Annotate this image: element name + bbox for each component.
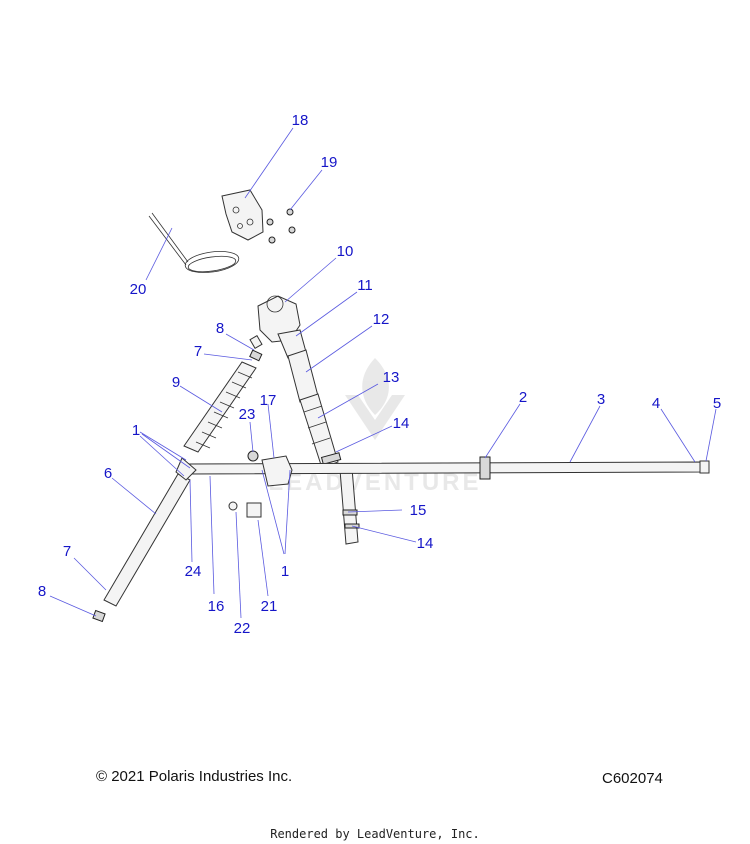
callout-9: 9 <box>172 374 180 391</box>
callout-17: 17 <box>260 392 277 409</box>
part-nuts <box>266 208 296 244</box>
callout-11: 11 <box>357 277 373 294</box>
callout-23: 23 <box>239 406 256 423</box>
callout-5: 5 <box>713 395 721 412</box>
callout-20: 20 <box>130 281 147 298</box>
leader-lines <box>49 127 717 619</box>
callout-7-upper: 7 <box>194 343 202 360</box>
part-lower-tube <box>92 457 197 623</box>
callout-14-lower: 14 <box>417 535 434 552</box>
callout-16: 16 <box>208 598 225 615</box>
callout-19: 19 <box>321 154 338 171</box>
callout-2: 2 <box>519 389 527 406</box>
callout-15: 15 <box>410 502 427 519</box>
part-strap <box>148 212 240 273</box>
part-bracket <box>221 189 264 241</box>
copyright-text: © 2021 Polaris Industries Inc. <box>96 768 293 785</box>
part-corrugated-hose <box>183 361 257 453</box>
callout-3: 3 <box>597 391 605 408</box>
callout-24: 24 <box>185 563 202 580</box>
callout-10: 10 <box>337 243 354 260</box>
callout-8-upper: 8 <box>216 320 224 337</box>
callout-6: 6 <box>104 465 112 482</box>
callout-labels: 18 19 20 10 11 12 8 7 9 13 14 2 3 4 5 23… <box>38 112 721 637</box>
part-clip-assembly <box>228 450 293 518</box>
callout-1-left: 1 <box>132 422 140 439</box>
callout-18: 18 <box>292 112 309 129</box>
callout-1-right: 1 <box>281 563 289 580</box>
callout-14-upper: 14 <box>393 415 410 432</box>
part-upper-fittings <box>249 334 263 362</box>
callout-8-lower: 8 <box>38 583 46 600</box>
callout-4: 4 <box>652 395 660 412</box>
callout-7-lower: 7 <box>63 543 71 560</box>
part-actuator-assembly <box>257 295 360 545</box>
callout-21: 21 <box>261 598 278 615</box>
figure-code: C602074 <box>602 770 663 787</box>
callout-13: 13 <box>383 369 400 386</box>
callout-12: 12 <box>373 311 390 328</box>
callout-22: 22 <box>234 620 251 637</box>
rendered-by-text: Rendered by LeadVenture, Inc. <box>270 827 480 841</box>
